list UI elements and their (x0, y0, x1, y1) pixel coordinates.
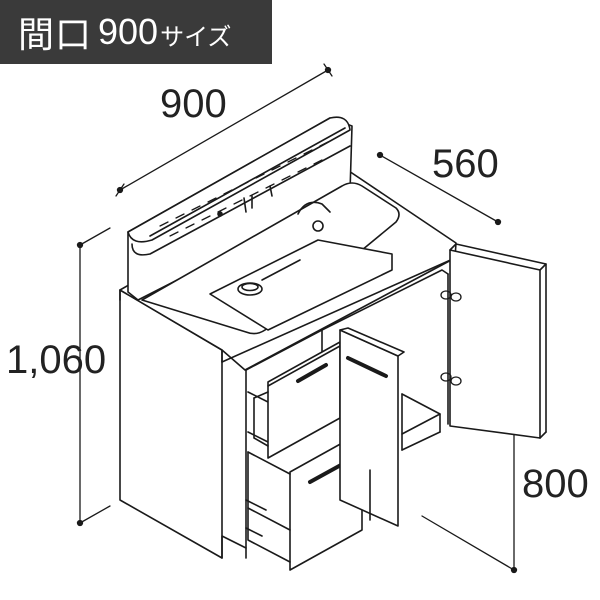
height-dimension-label: 1,060 (6, 338, 107, 382)
badge-size-value: 900 (98, 11, 159, 52)
right-door (447, 243, 547, 439)
center-door (339, 327, 405, 527)
height-dimension-line (76, 227, 111, 527)
hinge-icon (440, 290, 462, 386)
width-dimension-line (115, 63, 333, 197)
badge-label: 間口 (18, 14, 93, 55)
size-badge: 間口 900 サイズ (0, 0, 272, 64)
depth-dimension-label: 560 (432, 142, 499, 186)
badge-size-unit: サイズ (160, 23, 232, 51)
faucet (217, 185, 273, 217)
sink-basin (141, 182, 400, 335)
width-dimension-label: 900 (160, 82, 227, 126)
depth-dimension-line (376, 151, 502, 226)
counter-height-dimension-label: 800 (522, 462, 589, 506)
